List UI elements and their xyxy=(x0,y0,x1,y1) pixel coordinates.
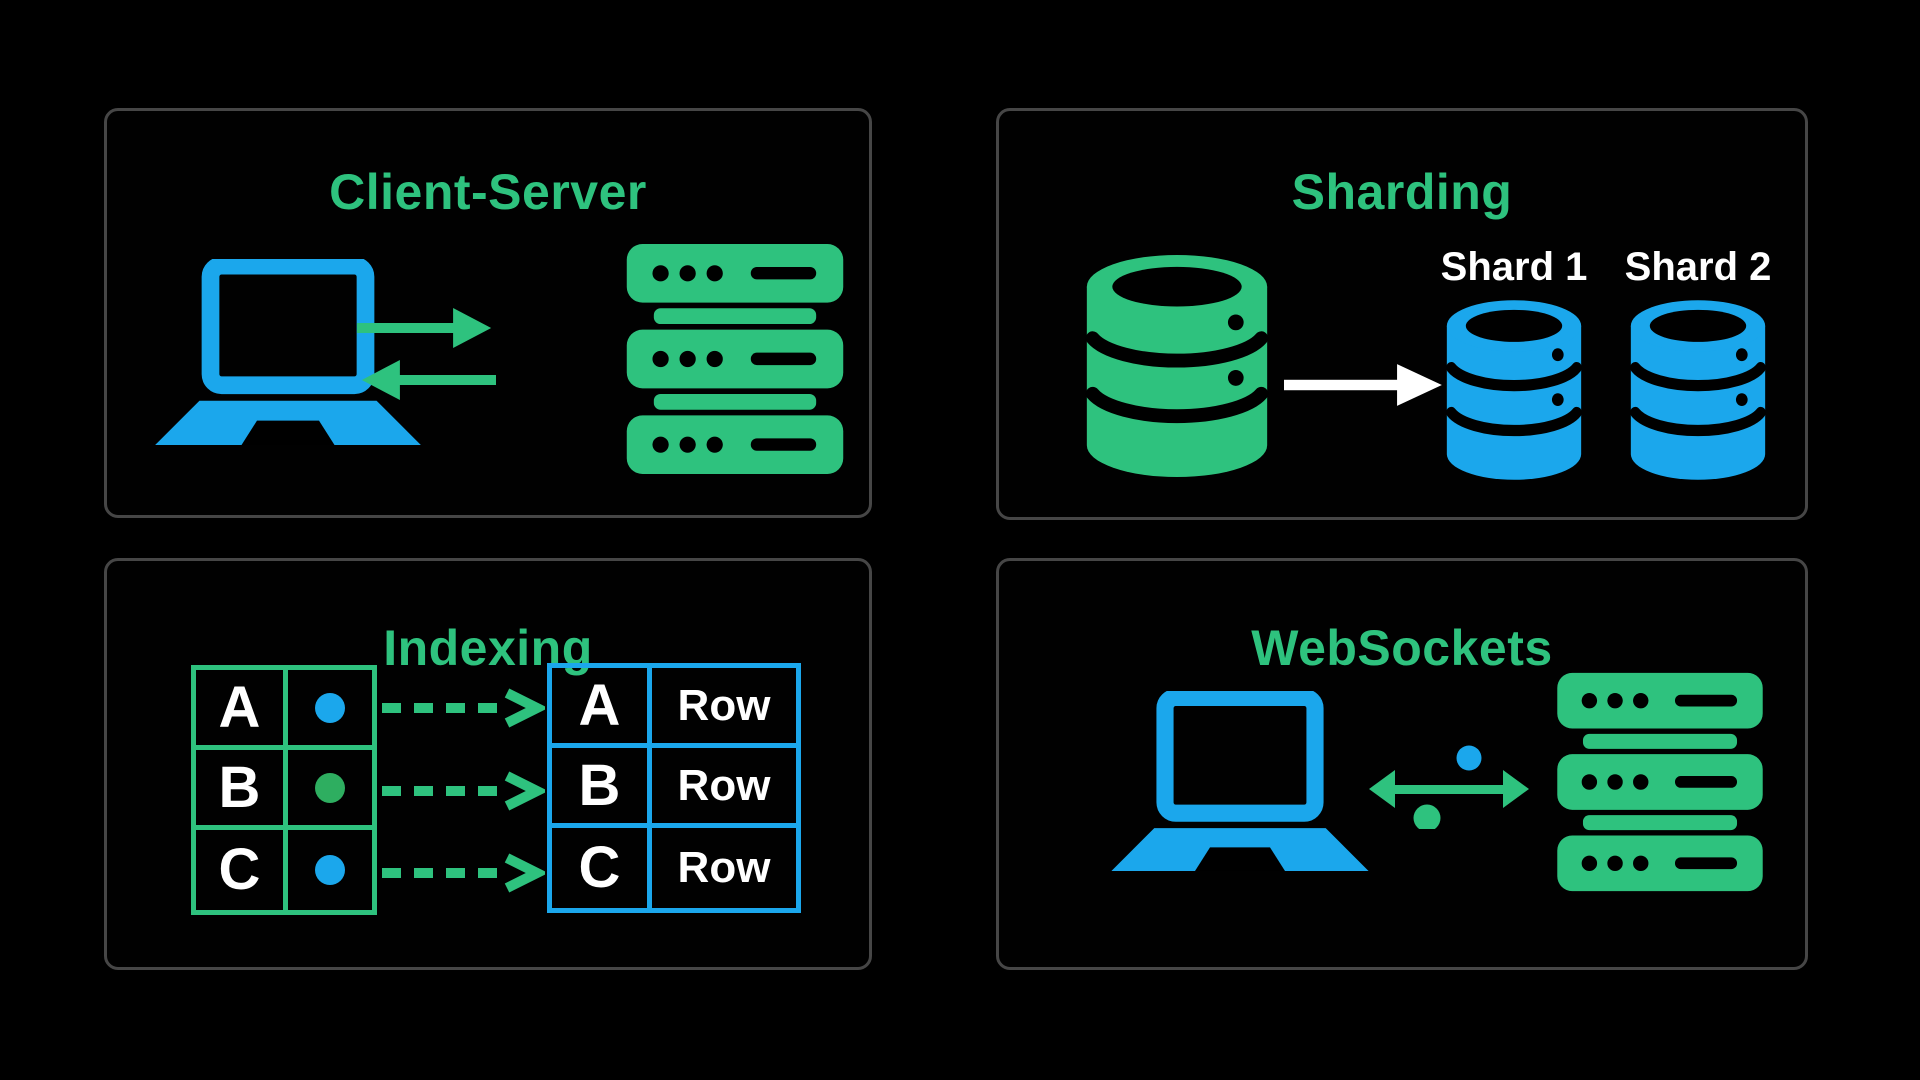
panel-title-sharding: Sharding xyxy=(1291,163,1513,220)
laptop-icon xyxy=(151,259,425,445)
index-pointer-cell xyxy=(288,750,372,830)
index-key-cell: A xyxy=(196,670,288,750)
data-key-cell: C xyxy=(552,828,652,908)
index-key-cell: C xyxy=(196,830,288,910)
pointer-dot xyxy=(315,692,345,723)
server-stack-icon xyxy=(622,244,848,474)
data-row-cell: Row xyxy=(652,748,796,828)
dashed-arrow-icon xyxy=(379,851,545,895)
shard-1-label: Shard 1 xyxy=(1440,245,1588,289)
data-row-cell: Row xyxy=(652,828,796,908)
panel-title-websockets: WebSockets xyxy=(1251,619,1553,676)
index-key: A xyxy=(218,674,261,740)
index-key-cell: B xyxy=(196,750,288,830)
index-pointer-cell xyxy=(288,830,372,910)
panel-title-client-server: Client-Server xyxy=(329,163,647,220)
shard-database-icon xyxy=(1625,297,1771,483)
dashed-arrow-icon xyxy=(379,769,545,813)
data-key-cell: A xyxy=(552,668,652,748)
shard-database-icon xyxy=(1441,297,1587,483)
index-key: C xyxy=(218,837,261,902)
pointer-dot xyxy=(315,855,345,885)
pointer-dot xyxy=(315,772,345,803)
panel-indexing: Indexing A B C xyxy=(104,558,872,970)
arrow-left-icon xyxy=(360,358,496,402)
arrow-right-white-icon xyxy=(1284,362,1444,408)
shard-2-label: Shard 2 xyxy=(1624,245,1772,289)
panel-websockets: WebSockets xyxy=(996,558,1808,970)
bidirectional-arrow-icon xyxy=(1367,737,1531,829)
laptop-icon xyxy=(1107,691,1373,871)
data-table: A Row B Row C Row xyxy=(547,663,801,913)
data-key: A xyxy=(578,672,621,738)
dashed-arrow-icon xyxy=(379,686,545,730)
database-icon xyxy=(1079,251,1275,481)
data-row-label: Row xyxy=(677,843,771,892)
index-key: B xyxy=(218,754,261,820)
panel-sharding: Sharding Shard 1 Shard 2 xyxy=(996,108,1808,520)
data-key: B xyxy=(578,752,621,818)
data-key-cell: B xyxy=(552,748,652,828)
index-table: A B C xyxy=(191,665,377,915)
server-stack-icon xyxy=(1553,669,1767,895)
data-key: C xyxy=(578,835,621,900)
data-row-label: Row xyxy=(677,760,771,810)
data-row-cell: Row xyxy=(652,668,796,748)
panel-client-server: Client-Server xyxy=(104,108,872,518)
index-pointer-cell xyxy=(288,670,372,750)
arrow-right-icon xyxy=(357,306,493,350)
data-row-label: Row xyxy=(677,680,771,730)
